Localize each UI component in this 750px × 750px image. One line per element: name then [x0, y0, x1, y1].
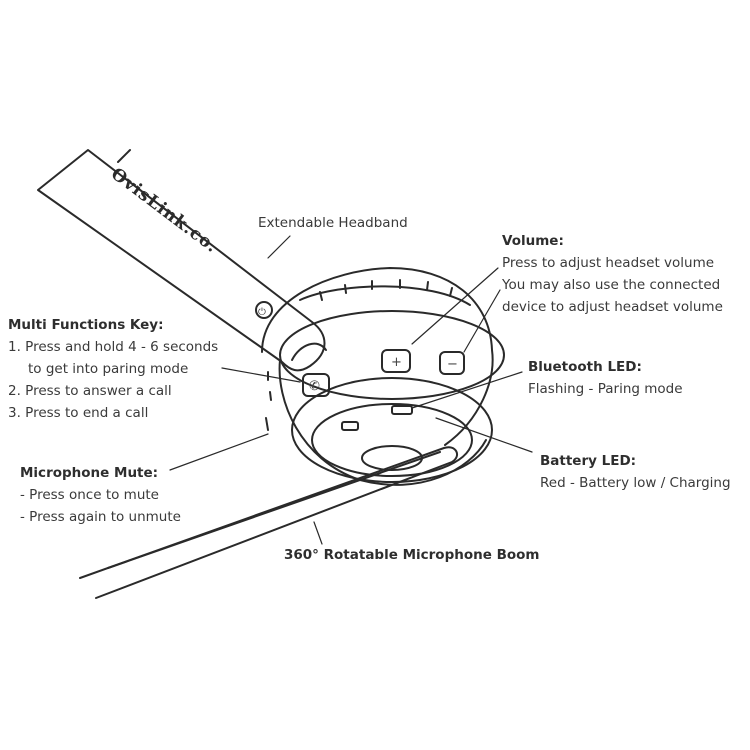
volume-down-button — [439, 351, 465, 375]
microphone-boom — [79, 446, 459, 599]
volume-line-2: You may also use the connected — [502, 277, 721, 293]
bluetooth-line-1: Flashing - Paring mode — [528, 381, 683, 397]
headband-arm — [37, 149, 327, 372]
boom-title: 360° Rotatable Microphone Boom — [284, 547, 540, 563]
battery-led-label: Battery LED: Red - Battery low / Chargin… — [540, 450, 731, 494]
ear-cup — [261, 267, 505, 486]
volume-up-button — [381, 349, 411, 373]
microphone-mute-label: Microphone Mute: - Press once to mute - … — [20, 462, 181, 528]
bluetooth-title: Bluetooth LED: — [528, 359, 642, 375]
leader-lines — [169, 235, 533, 545]
multi-function-button — [302, 373, 330, 397]
multi-function-symbol: ✆ — [309, 379, 320, 394]
multi-line-2: to get into paring mode — [28, 361, 189, 377]
mute-title: Microphone Mute: — [20, 465, 159, 481]
multi-functions-label: Multi Functions Key: 1. Press and hold 4… — [8, 314, 218, 424]
headband-title: Extendable Headband — [258, 215, 408, 231]
mute-line-2: - Press again to unmute — [20, 509, 181, 525]
battery-line-1: Red - Battery low / Charging — [540, 475, 731, 491]
multi-line-1: 1. Press and hold 4 - 6 seconds — [8, 339, 219, 355]
multi-line-4: 3. Press to end a call — [8, 405, 149, 421]
volume-line-3: device to adjust headset volume — [502, 299, 723, 315]
microphone-boom-label: 360° Rotatable Microphone Boom — [284, 544, 540, 566]
bluetooth-led-label: Bluetooth LED: Flashing - Paring mode — [528, 356, 683, 400]
multi-title: Multi Functions Key: — [8, 317, 164, 333]
headband-label: Extendable Headband — [258, 212, 408, 234]
volume-label: Volume: Press to adjust headset volume Y… — [502, 230, 723, 318]
minus-symbol: − — [447, 357, 458, 372]
power-icon: ⏻ — [258, 307, 266, 318]
brand-text: OvisLink.co. — [107, 164, 222, 257]
battery-led — [341, 421, 359, 431]
volume-title: Volume: — [502, 233, 564, 249]
mute-line-1: - Press once to mute — [20, 487, 159, 503]
plus-symbol: + — [391, 355, 402, 370]
multi-line-3: 2. Press to answer a call — [8, 383, 172, 399]
bluetooth-led — [391, 405, 413, 415]
volume-line-1: Press to adjust headset volume — [502, 255, 715, 271]
battery-title: Battery LED: — [540, 453, 637, 469]
